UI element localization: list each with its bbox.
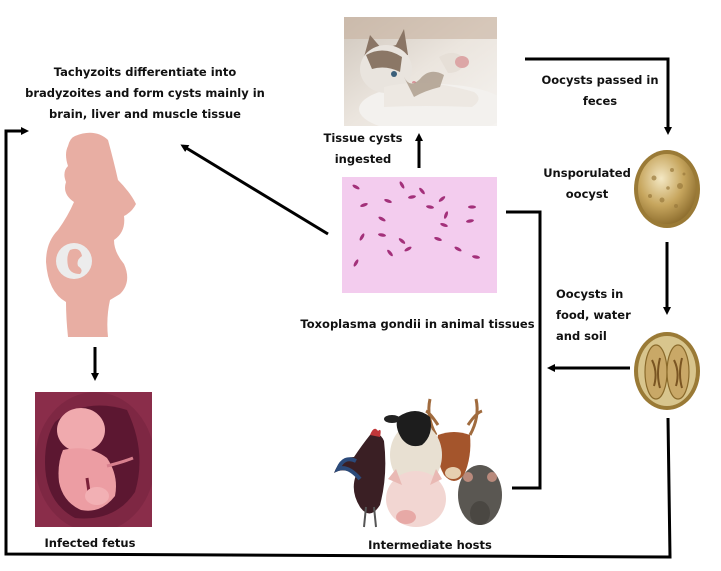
arrow-cat-to-unsporulated (525, 57, 672, 135)
sheep-icon (384, 411, 442, 487)
unsporulated-label: Unsporulated oocyst (537, 163, 637, 205)
label-line: Infected fetus (44, 536, 136, 550)
tachyzoite-mark (384, 198, 392, 204)
tachyzoite-mark (387, 249, 393, 257)
tachyzoite-mark (440, 222, 448, 228)
tachyzoite-mark (399, 181, 405, 189)
tachyzoite-mark (443, 211, 449, 219)
label-line: Intermediate hosts (368, 538, 492, 552)
tachyzoite-mark (378, 216, 386, 222)
oocysts-feces-label: Oocysts passed in feces (535, 70, 665, 112)
rooster-icon (334, 428, 386, 528)
label-line: Tissue cysts (323, 131, 403, 145)
label-line: oocyst (565, 187, 609, 201)
label-line: bradyzoites and form cysts mainly in (25, 86, 265, 100)
arrow-hosts-to-toxoplasma (506, 210, 542, 490)
tachyzoite-mark (419, 187, 425, 195)
label-line: Toxoplasma gondii in animal tissues (300, 317, 535, 331)
tachyzoite-mark (438, 196, 446, 202)
unsporulated-oocyst-image (632, 148, 702, 231)
tachyzoite-mark (466, 219, 474, 223)
tachyzoite-mark (378, 233, 386, 237)
tachyzoite-mark (359, 233, 365, 241)
tachyzoite-mark (472, 255, 480, 259)
tachyzoite-mark (360, 202, 368, 208)
tachyzoite-mark (426, 205, 434, 209)
fetus-label: Infected fetus (30, 533, 150, 554)
label-line: Tachyzoits differentiate into (53, 65, 237, 79)
label-line: Oocysts passed in (541, 73, 659, 87)
tachyzoites-micrograph-image (342, 177, 497, 293)
label-line: Unsporulated (543, 166, 631, 180)
tissue-cysts-label: Tissue cysts ingested (318, 128, 408, 170)
label-line: brain, liver and muscle tissue (49, 107, 241, 121)
tachyzoite-mark (404, 246, 412, 252)
tachyzoite-mark (468, 205, 476, 209)
rat-icon (458, 465, 502, 525)
tachyzoite-mark (454, 246, 462, 252)
arrow-oocysts-to-human (4, 127, 672, 559)
tachyzoite-mark (353, 259, 359, 267)
arrow-toxoplasma-to-human (180, 144, 329, 236)
pregnant-woman-image (40, 132, 150, 337)
hosts-label: Intermediate hosts (360, 535, 500, 556)
label-line: food, water (556, 308, 631, 322)
human-tissue-label: Tachyzoits differentiate into bradyzoite… (20, 62, 270, 125)
sporulated-oocyst-image (632, 330, 702, 412)
label-line: ingested (334, 152, 392, 166)
cat-image (344, 17, 497, 126)
intermediate-hosts-image (330, 395, 510, 535)
tachyzoite-mark (352, 184, 360, 190)
fetus-image (35, 392, 152, 527)
tachyzoite-mark (398, 238, 406, 244)
label-line: Oocysts in (556, 287, 624, 301)
tachyzoite-mark (434, 236, 442, 242)
oocysts-env-label: Oocysts in food, water and soil (556, 284, 646, 347)
pig-icon (386, 469, 446, 527)
tachyzoite-mark (408, 195, 416, 199)
label-line: feces (582, 94, 618, 108)
label-line: and soil (556, 329, 607, 343)
toxoplasma-label: Toxoplasma gondii in animal tissues (300, 314, 535, 335)
